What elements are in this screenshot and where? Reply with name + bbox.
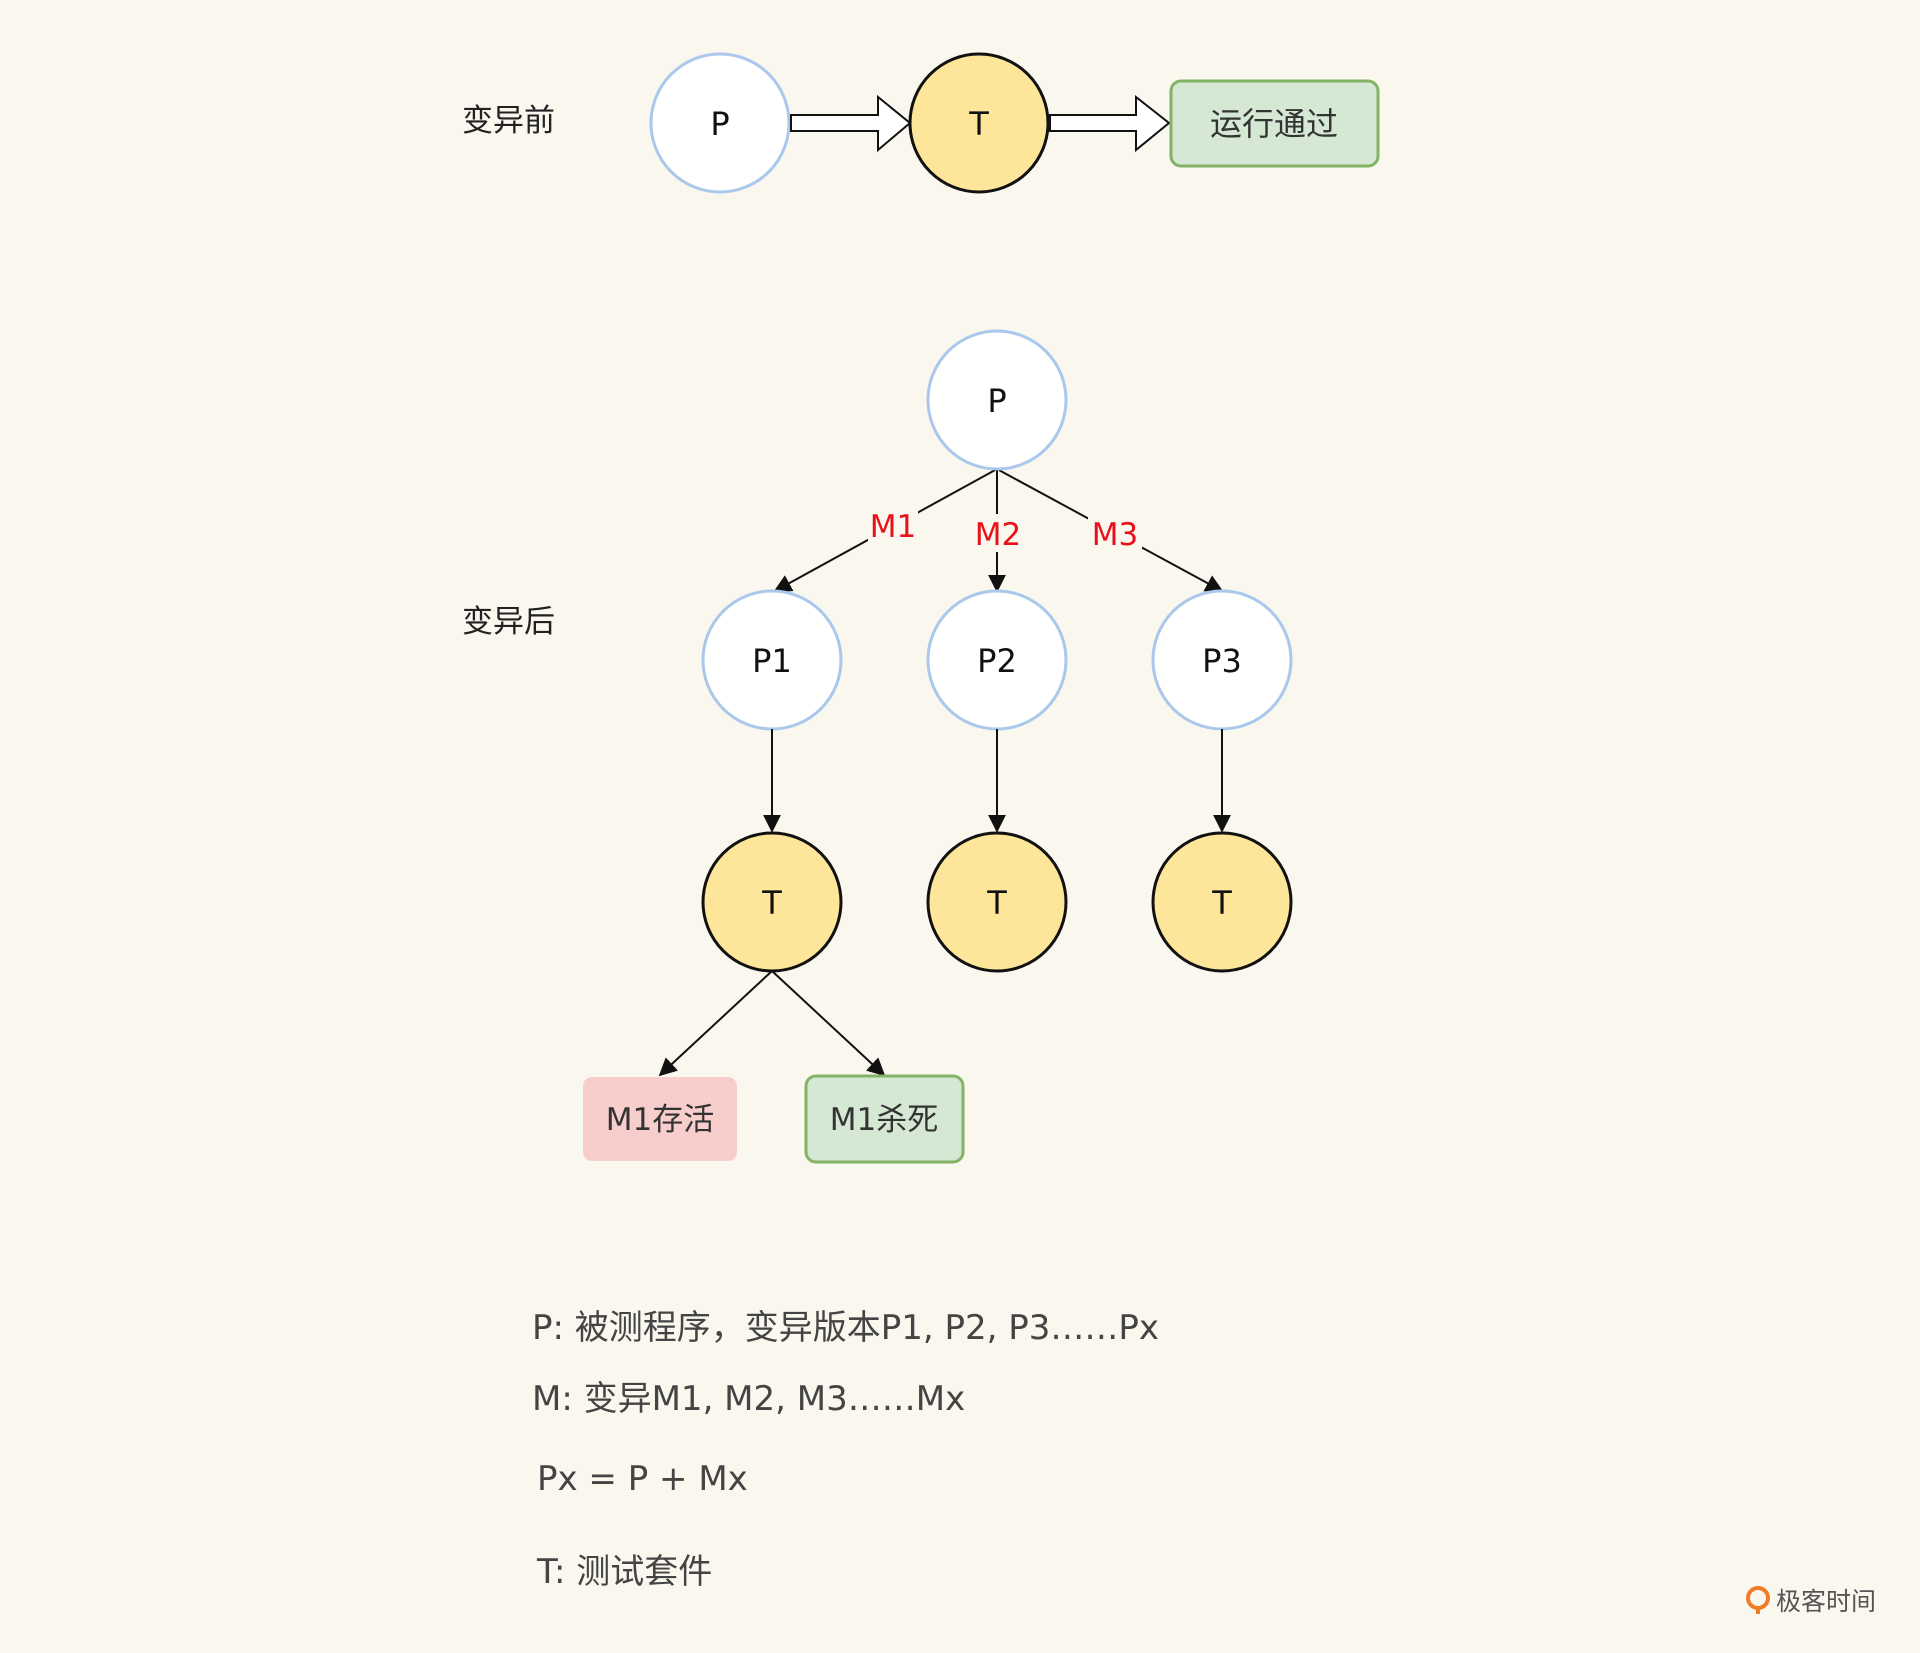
test-label-2: T: [986, 884, 1007, 922]
outcome-survive-label: M1存活: [606, 1102, 714, 1138]
watermark: 极客时间: [1744, 1582, 1876, 1618]
mutant-label-p1: P1: [752, 642, 792, 680]
geektime-logo-icon: [1746, 1586, 1770, 1614]
root-program-label: P: [987, 382, 1006, 420]
test-label-3: T: [1211, 884, 1232, 922]
program-node-label: P: [710, 105, 729, 143]
legend-p: P: 被测程序，变异版本P1, P2, P3……Px: [532, 1308, 1160, 1348]
edge-t-kill: [771, 970, 886, 1077]
result-pass-box: [1169, 79, 1380, 168]
after-section: M1 M2 M3 P P1 P2 P3 T T T M1存活 M1杀死: [583, 329, 1293, 1164]
test-node: [908, 52, 1050, 194]
block-arrow-2: [1049, 94, 1171, 153]
legend-px: Px = P + Mx: [537, 1459, 748, 1499]
test-node-3: [1151, 831, 1293, 973]
result-pass-label: 运行通过: [1210, 105, 1338, 143]
before-section: P T 运行通过: [649, 52, 1380, 194]
legend-m: M: 变异M1, M2, M3……Mx: [532, 1379, 966, 1419]
watermark-text: 极客时间: [1776, 1587, 1877, 1616]
after-mutation-label: 变异后: [462, 604, 555, 640]
program-node: [649, 52, 791, 194]
mutation-label-m2: M2: [975, 517, 1021, 553]
outcome-kill-label: M1杀死: [830, 1102, 938, 1138]
mutant-label-p3: P3: [1202, 642, 1242, 680]
block-arrow-1: [790, 94, 912, 153]
test-node-2: [926, 831, 1068, 973]
outcome-survive-box: [583, 1077, 737, 1161]
mutant-label-p2: P2: [977, 642, 1017, 680]
outcome-kill-box: [804, 1074, 965, 1164]
mutation-label-m3: M3: [1092, 517, 1138, 553]
test-node-label: T: [968, 105, 989, 143]
test-label-1: T: [761, 884, 782, 922]
root-program-node: [926, 329, 1068, 471]
mutation-label-m1: M1: [870, 509, 916, 545]
before-mutation-label: 变异前: [462, 103, 555, 139]
edge-t-survive: [658, 970, 773, 1077]
legend-t: T: 测试套件: [537, 1552, 713, 1592]
